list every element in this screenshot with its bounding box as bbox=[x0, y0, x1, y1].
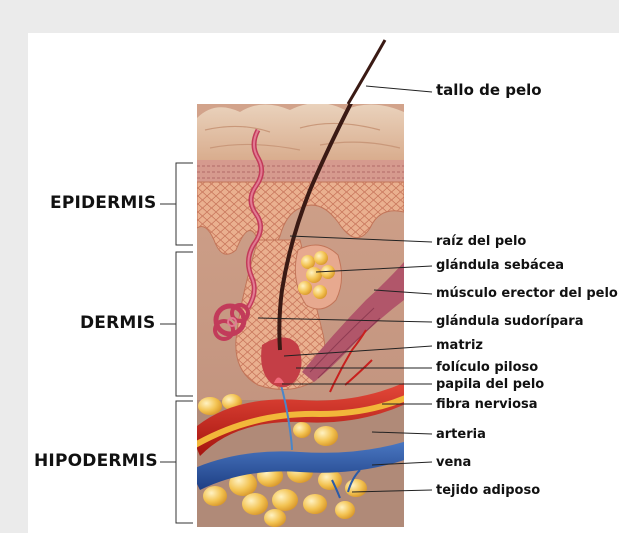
layer-brackets bbox=[160, 163, 193, 523]
label-nerve-fiber: fibra nerviosa bbox=[436, 397, 538, 412]
label-dermis: DERMIS bbox=[80, 313, 156, 333]
label-hair-papilla: papila del pelo bbox=[436, 377, 544, 392]
sebaceous-gland-shape bbox=[295, 245, 341, 309]
epidermis-band bbox=[197, 160, 404, 182]
label-vein: vena bbox=[436, 455, 471, 470]
hair-tip bbox=[348, 40, 385, 104]
label-artery: arteria bbox=[436, 427, 486, 442]
skin-block bbox=[190, 40, 410, 527]
label-epidermis: EPIDERMIS bbox=[50, 193, 157, 213]
label-matrix: matriz bbox=[436, 338, 483, 353]
epidermis-bracket bbox=[176, 163, 193, 245]
label-sweat-gland: glándula sudorípara bbox=[436, 314, 583, 329]
label-hair-follicle: folículo piloso bbox=[436, 360, 538, 375]
skin-surface bbox=[197, 103, 404, 160]
diagram-card: EPIDERMIS DERMIS HIPODERMIS tallo de pel… bbox=[28, 33, 619, 533]
label-sebaceous-gland: glándula sebácea bbox=[436, 258, 564, 273]
label-hipodermis: HIPODERMIS bbox=[34, 451, 158, 471]
label-hair-shaft: tallo de pelo bbox=[436, 83, 542, 98]
label-hair-root: raíz del pelo bbox=[436, 234, 526, 249]
label-adipose-tissue: tejido adiposo bbox=[436, 483, 540, 498]
label-erector-muscle: músculo erector del pelo bbox=[436, 286, 618, 301]
leader-hair-shaft bbox=[366, 86, 432, 92]
dermis-bracket bbox=[176, 252, 193, 396]
hypodermis-bracket bbox=[176, 401, 193, 523]
